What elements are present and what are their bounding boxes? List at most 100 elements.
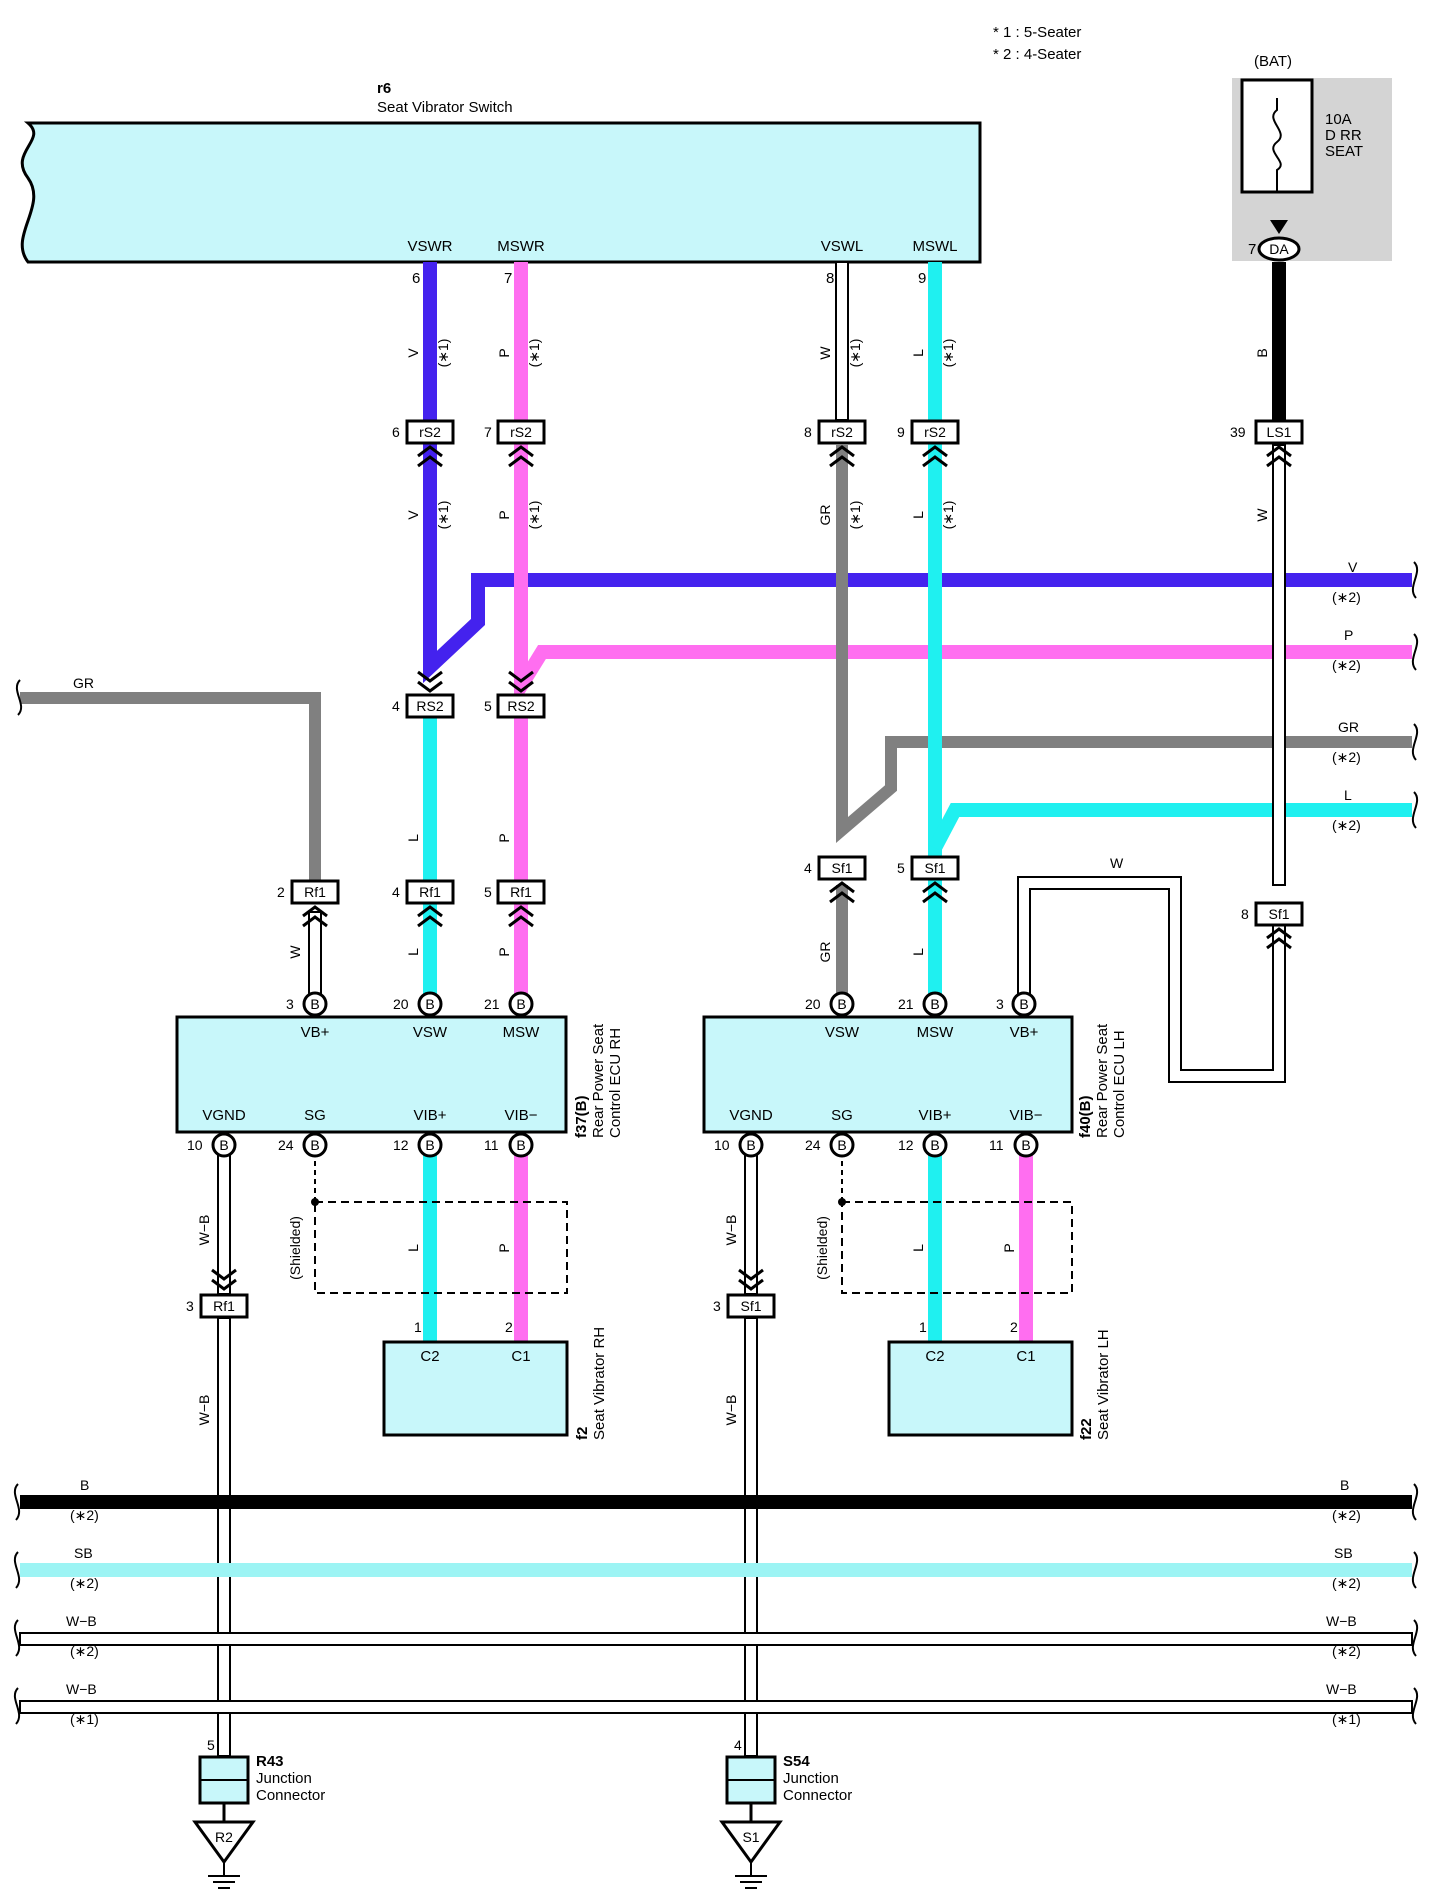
wire-cyan-branch [928,803,1412,852]
connector-pin: 4 [392,884,400,900]
connector-label: Rf1 [419,884,441,900]
wire-label-l: L [405,1244,421,1252]
connector-label: Sf1 [1268,906,1289,922]
wire-white-ls1 [1272,444,1286,886]
wire-label-v: V [405,510,421,520]
bus-lines [13,561,1419,1725]
wire-label-gr: GR [817,942,833,963]
pin-circle-label: B [516,1137,525,1153]
connector-pin: 4 [392,698,400,714]
chevron-up-icon [829,445,855,468]
wire-violet [423,262,1412,684]
junction-lh: 4 S54 Junction Connector S1 [719,1737,852,1889]
connector-pin: 5 [484,698,492,714]
bus-label-wb: W−B [66,1681,97,1697]
wire-note: (∗2) [70,1575,99,1591]
wire-note: (∗1) [435,339,451,368]
ecu-rh-box [175,1015,568,1134]
pin-num: 24 [805,1137,821,1153]
switch-pin-mswr: MSWR [497,238,545,255]
bus-label-b: B [1340,1477,1349,1493]
connector-label: rS2 [419,424,441,440]
seat-vibrator-lh: C2 C1 1 2 f22 Seat Vibrator LH [887,1319,1112,1440]
fuse-source: (BAT) [1254,53,1292,70]
ecu-lh-name-1: Rear Power Seat [1094,1023,1111,1138]
wire-label-p: P [496,947,512,956]
fuse-name-2: SEAT [1325,143,1363,160]
break-icon [1411,561,1419,599]
vibrator-pin-num: 1 [919,1319,927,1335]
ecu-pin-label: VGND [202,1107,246,1124]
connector-sf1-4: Sf1 4 [804,855,867,904]
ecu-lh: VSW MSW VB+ VGND SG VIB+ VIB− f40(B) Rea… [702,991,1128,1158]
pin-circle-label: B [425,996,434,1012]
break-icon [1411,1483,1419,1521]
wire-label-w: W [1254,508,1270,522]
wire-note: (∗1) [940,501,956,530]
connector-sf1-8: Sf1 8 [1241,901,1304,950]
wire-note: (∗1) [1332,1711,1361,1727]
break-icon [13,1687,21,1725]
chevron-up-icon [302,905,328,928]
pin-num: 20 [805,996,821,1012]
wire-label-p: P [496,833,512,842]
wire-note: (∗1) [847,501,863,530]
wire-label-gr: GR [817,505,833,526]
connector-sf1-5: Sf1 5 [897,855,960,904]
ecu-lh-box [702,1015,1074,1134]
pin-circle-label: B [1021,1137,1030,1153]
ecu-pin-label: VIB+ [919,1107,952,1124]
fuse-block: (BAT) 10A D RR SEAT [1232,53,1392,261]
pin-num: 20 [393,996,409,1012]
ecu-pin-label: VB+ [1010,1024,1039,1041]
pin-circle-label: B [310,1137,319,1153]
junction-lh-name-2: Connector [783,1787,852,1804]
connector-rf1-3: Rf1 3 [186,1268,249,1319]
switch-pin-num: 6 [412,270,420,287]
connector-da [1257,236,1301,262]
switch-name: Seat Vibrator Switch [377,99,513,116]
connector-label: RS2 [416,698,443,714]
connector-label: Sf1 [740,1298,761,1314]
pin-num: 10 [187,1137,203,1153]
connector-RS2-5: RS2 5 [484,670,546,719]
vibrator-lh-box [887,1340,1074,1437]
ecu-pin-label: VGND [729,1107,773,1124]
wire-label-wb: W−B [723,1395,739,1426]
ecu-pin-label: VIB− [505,1107,538,1124]
pin-circle-label: B [1019,996,1028,1012]
chevron-up-icon [1266,927,1292,950]
connector-label: rS2 [831,424,853,440]
pin-circle-label: B [425,1137,434,1153]
bus-label-wb: W−B [1326,1681,1357,1697]
bus-label-wb: W−B [1326,1613,1357,1629]
connector-rs2-6: rS2 6 [392,419,455,468]
switch-code: r6 [377,80,391,97]
pin-circle-label: B [837,1137,846,1153]
break-icon [13,1551,21,1589]
connector-pin: 6 [392,424,400,440]
wire-note: (∗1) [940,339,956,368]
switch-pin-vswl: VSWL [821,238,864,255]
seat-vibrator-rh: C2 C1 1 2 f2 Seat Vibrator RH [382,1319,608,1440]
ecu-lh-name-2: Control ECU LH [1111,1030,1128,1138]
wire-wb-lh [744,1317,758,1757]
ecu-pin-label: SG [831,1107,853,1124]
horizontal-wire-labels: V (∗2) P (∗2) GR (∗2) L (∗2) GR W B (∗2)… [66,559,1361,1727]
connector-ls1-39: LS1 39 [1230,419,1304,468]
wire-label-p: P [496,510,512,519]
chevron-up-icon [922,445,948,468]
break-icon [1411,723,1419,761]
connector-pin: 3 [713,1298,721,1314]
pin-num: 21 [484,996,500,1012]
wire-labels: V (∗1) P (∗1) W (∗1) L (∗1) B V (∗1) P (… [196,339,1270,1426]
connector-rf1-5: Rf1 5 [484,879,546,928]
ground-label: S1 [742,1829,759,1845]
arrow-icon [1270,220,1288,234]
wire-label-wb: W−B [723,1215,739,1246]
pin-num: 21 [898,996,914,1012]
ecu-rh: VB+ VSW MSW VGND SG VIB+ VIB− f37(B) Rea… [175,991,624,1158]
connector-rs2-7: rS2 7 [484,419,546,468]
bus-label-sb: SB [74,1545,93,1561]
ecu-lh-code: f40(B) [1077,1095,1094,1138]
